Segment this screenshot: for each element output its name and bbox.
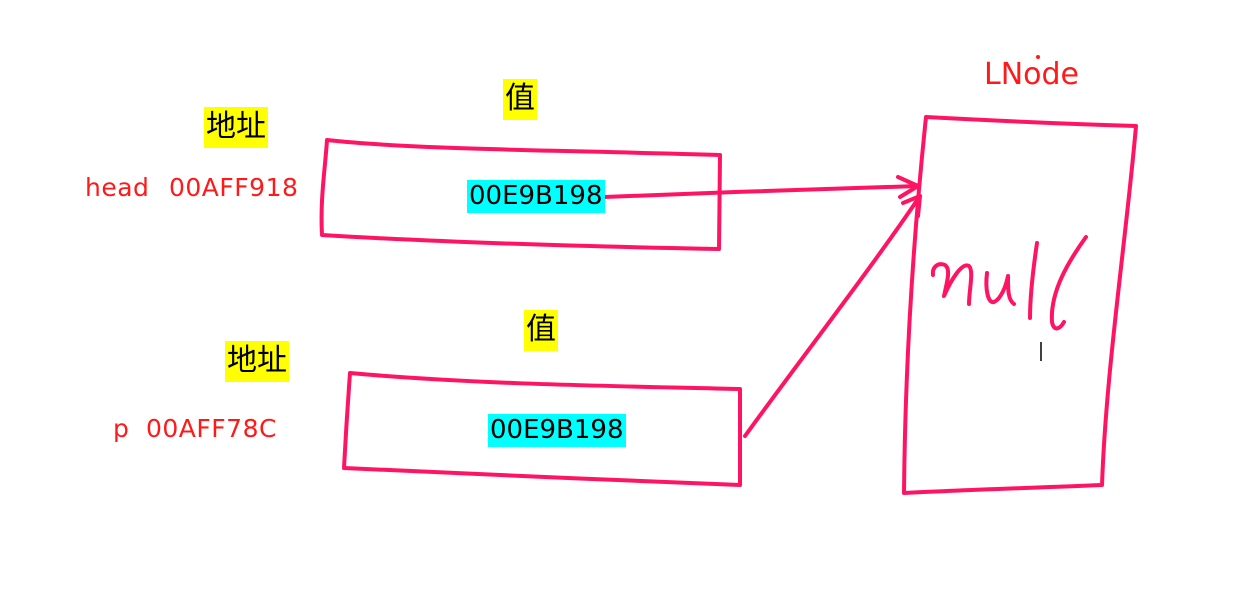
head-arrow-head: [896, 175, 920, 199]
head-address: 00AFF918: [169, 173, 299, 202]
head-value: 00E9B198: [467, 180, 605, 213]
head-value-box: [319, 138, 722, 251]
p-arrow-head: [901, 194, 922, 218]
p-var-name: p: [113, 414, 130, 443]
head-var-name: head: [85, 173, 150, 202]
p-value-box: [342, 371, 742, 487]
p-address-header: 地址: [225, 341, 289, 382]
lnode-box: [902, 115, 1138, 495]
lnode-title: LNode: [984, 57, 1080, 92]
head-value-header: 值: [503, 79, 537, 120]
lnode-dot: [1036, 55, 1040, 59]
node-null-handwriting: [930, 235, 1088, 331]
p-address: 00AFF78C: [146, 414, 277, 443]
p-pointer-arrow: [743, 194, 922, 438]
head-pointer-arrow: [602, 184, 920, 199]
p-value-header: 值: [524, 310, 558, 351]
head-address-header: 地址: [204, 107, 268, 148]
p-value: 00E9B198: [488, 414, 626, 447]
